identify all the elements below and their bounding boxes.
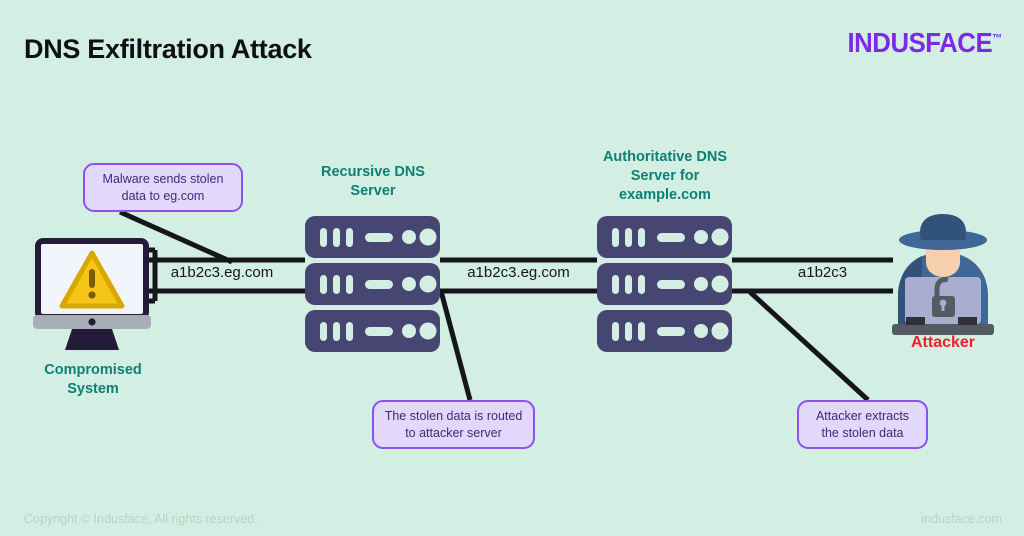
callout-malware: Malware sends stolen data to eg.com (83, 163, 243, 212)
padlock-keyhole-slot (941, 304, 945, 311)
server-unit-2 (597, 263, 732, 305)
node-label-attacker: Attacker (910, 334, 976, 351)
server-unit-3 (597, 310, 732, 352)
server-unit-1 (597, 216, 732, 258)
callout-routed-line2: to attacker server (405, 425, 502, 440)
link-label-2: a1b2c3.eg.com (467, 264, 570, 281)
warning-exclamation-dot (88, 291, 96, 299)
logo-text: INDUSFACE (847, 27, 992, 58)
callout-extract-line2: the stolen data (821, 425, 904, 440)
link-label-1: a1b2c3.eg.com (170, 264, 274, 281)
callout-malware-line1: Malware sends stolen (102, 171, 224, 186)
node-label-recursive-dns: Recursive DNS Server (292, 163, 454, 201)
footer-website: indusface.com (921, 512, 1002, 526)
compromised-label-line2: System (67, 381, 119, 397)
recursive-label-line1: Recursive DNS (321, 164, 425, 180)
footer-copyright: Copyright © Indusface, All rights reserv… (24, 512, 258, 526)
trademark-symbol: ™ (991, 32, 1002, 45)
monitor-power-dot (88, 318, 96, 326)
authoritative-label-line2: Server for (630, 168, 700, 184)
laptop-hinge-right (958, 317, 977, 325)
server-unit-2 (305, 263, 440, 305)
padlock-keyhole (939, 299, 947, 307)
recursive-label-line2: Server (350, 183, 396, 199)
callout-malware-line2: data to eg.com (121, 188, 205, 203)
server-unit-3 (305, 310, 440, 352)
callout-routed: The stolen data is routed to attacker se… (372, 400, 535, 449)
compromised-label-line1: Compromised (44, 362, 142, 378)
callout-extract: Attacker extracts the stolen data (797, 400, 928, 449)
node-label-compromised-system: Compromised System (13, 361, 173, 399)
monitor-stand (65, 329, 119, 350)
laptop-hinge-left (906, 317, 925, 325)
node-label-authoritative-dns: Authoritative DNS Server for example.com (578, 148, 752, 205)
callout-routed-line1: The stolen data is routed (384, 408, 523, 423)
indusface-logo: INDUSFACE™ (847, 27, 1002, 59)
padlock-shackle (934, 277, 949, 296)
server-unit-1 (305, 216, 440, 258)
attacker-hat-crown (919, 214, 967, 240)
page-title: DNS Exfiltration Attack (24, 34, 312, 64)
warning-exclamation-bar (89, 269, 95, 288)
authoritative-label-line1: Authoritative DNS (602, 149, 728, 165)
laptop-base (892, 324, 994, 335)
link-label-3: a1b2c3 (797, 264, 848, 281)
authoritative-label-line3: example.com (619, 187, 711, 203)
callout-extract-line1: Attacker extracts (815, 408, 910, 423)
